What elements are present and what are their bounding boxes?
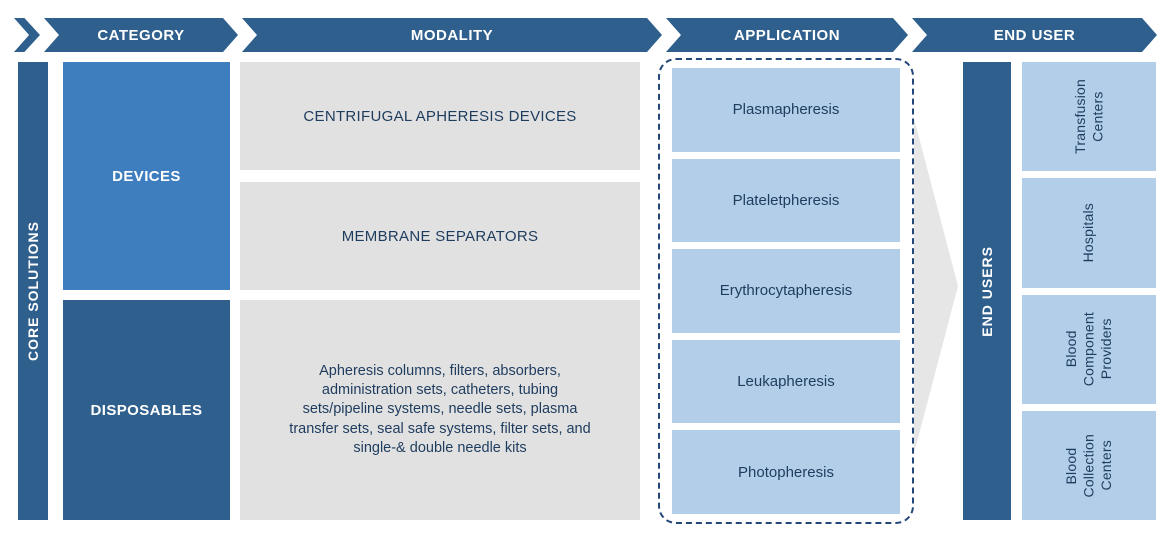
core-solutions-bar: CORE SOLUTIONS (18, 62, 48, 520)
header-label-category: CATEGORY (97, 26, 185, 44)
application-label: Leukapheresis (737, 373, 835, 391)
category-block-disposables: DISPOSABLES (63, 300, 230, 520)
category-block-devices: DEVICES (63, 62, 230, 290)
end-user-box-blood-collection-centers: Blood Collection Centers (1022, 410, 1156, 520)
header-chevron-end-user: END USER (912, 18, 1157, 52)
application-label: Plasmapheresis (732, 101, 840, 119)
end-user-label: Blood Component Providers (1062, 312, 1114, 387)
disposables-label: DISPOSABLES (90, 401, 203, 419)
header-chevron-category: CATEGORY (44, 18, 238, 52)
end-user-label: Hospitals (1080, 203, 1097, 263)
application-label: Erythrocytapheresis (719, 282, 853, 300)
devices-label: DEVICES (112, 167, 181, 185)
end-user-column: Transfusion Centers Hospitals Blood Comp… (1022, 62, 1156, 520)
header-label-end-user: END USER (993, 26, 1076, 44)
application-box-plateletpheresis: Plateletpheresis (672, 158, 900, 243)
application-label: Photopheresis (738, 463, 834, 481)
end-users-bar-label: END USERS (979, 245, 995, 337)
modality-disposables-text: Apheresis columns, filters, absorbers, a… (289, 363, 591, 456)
header-chevron-modality: MODALITY (242, 18, 662, 52)
application-box-photopheresis: Photopheresis (672, 430, 900, 514)
end-user-box-blood-component-providers: Blood Component Providers (1022, 294, 1156, 404)
end-users-bar: END USERS (963, 62, 1011, 520)
header-label-modality: MODALITY (410, 26, 494, 44)
modality-block-centrifugal: CENTRIFUGAL APHERESIS DEVICES (240, 62, 640, 170)
end-user-box-hospitals: Hospitals (1022, 178, 1156, 288)
core-solutions-label: CORE SOLUTIONS (25, 220, 41, 361)
modality-label-centrifugal: CENTRIFUGAL APHERESIS DEVICES (303, 107, 577, 125)
application-label: Plateletpheresis (732, 191, 840, 209)
header-chevron-application: APPLICATION (666, 18, 908, 52)
application-panel: Plasmapheresis Plateletpheresis Erythroc… (658, 58, 914, 524)
header-lead-chevron-icon (14, 18, 40, 52)
application-box-erythrocytapheresis: Erythrocytapheresis (672, 249, 900, 333)
modality-block-disposables: Apheresis columns, filters, absorbers, a… (240, 300, 640, 520)
modality-block-membrane: MEMBRANE SEPARATORS (240, 182, 640, 290)
end-user-label: Blood Collection Centers (1062, 433, 1114, 498)
application-box-leukapheresis: Leukapheresis (672, 339, 900, 424)
modality-label-membrane: MEMBRANE SEPARATORS (341, 227, 539, 245)
end-user-label: Transfusion Centers (1071, 79, 1106, 155)
end-user-box-transfusion-centers: Transfusion Centers (1022, 62, 1156, 172)
header-label-application: APPLICATION (733, 26, 841, 44)
application-box-plasmapheresis: Plasmapheresis (672, 68, 900, 152)
